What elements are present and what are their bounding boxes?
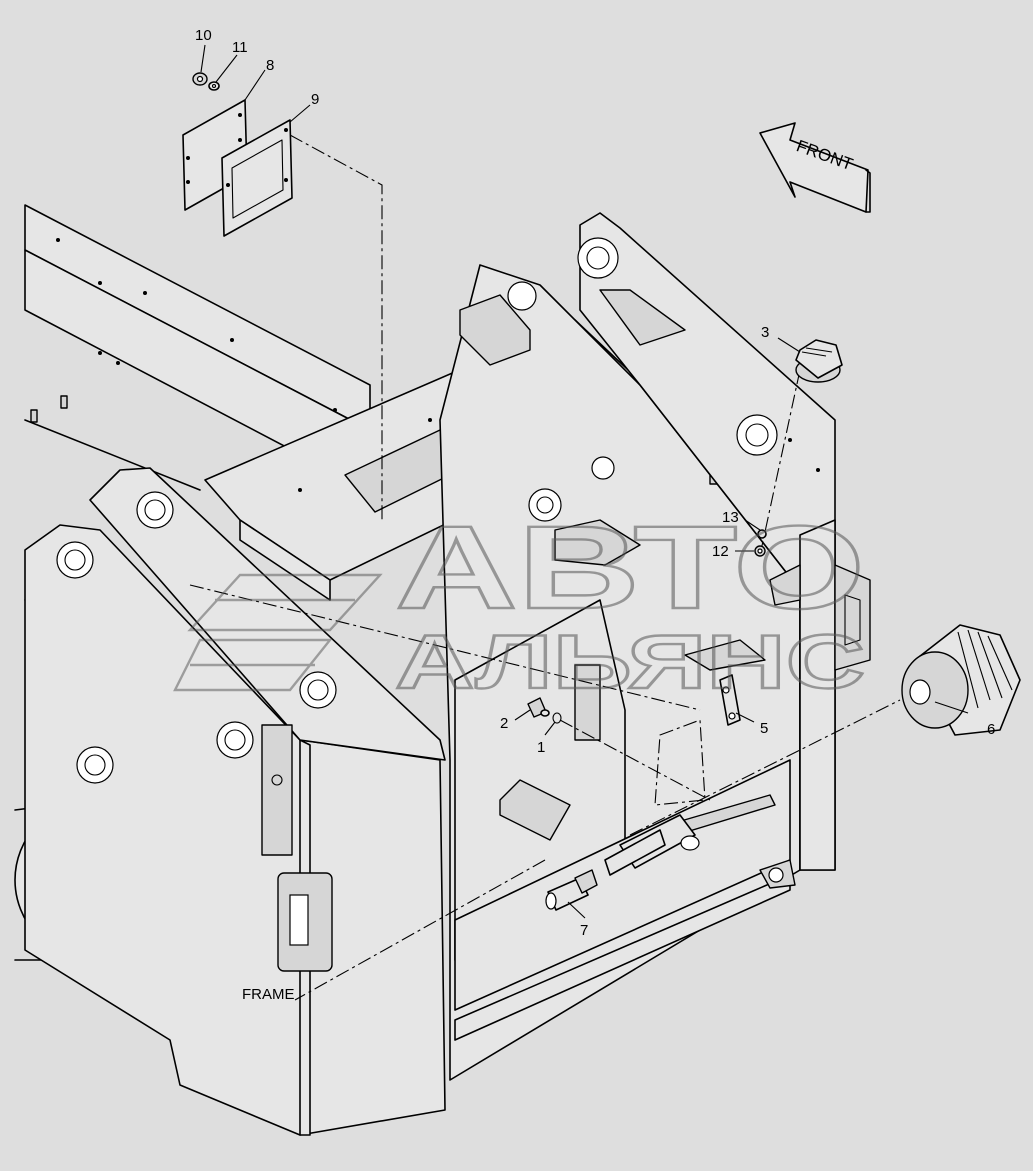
left-upright: [24, 467, 446, 1136]
callout-9: 9: [311, 91, 319, 108]
leader-lines: [200, 44, 969, 919]
part-6-filter: [901, 624, 1021, 736]
part-1-o-ring: [552, 712, 562, 724]
part-2-fitting: [527, 697, 550, 718]
callout-13: 13: [722, 509, 739, 526]
callout-10: 10: [195, 27, 212, 44]
callout-2: 2: [500, 715, 508, 732]
callout-12: 12: [712, 543, 729, 560]
callout-3: 3: [761, 324, 769, 341]
cylinder-assembly: [604, 814, 700, 876]
callout-8: 8: [266, 57, 274, 74]
frame-label: FRAME: [242, 986, 295, 1003]
part-11-washer: [208, 81, 220, 91]
watermark-logo: [173, 573, 383, 692]
callout-5: 5: [760, 720, 768, 737]
part-5-bracket: [719, 674, 741, 726]
callout-7: 7: [580, 922, 588, 939]
front-direction-arrow: FRONT: [759, 122, 871, 213]
watermark-line1: АВТО: [395, 502, 865, 634]
part-9-gasket: [221, 119, 293, 237]
assembly-lines: [189, 134, 901, 1001]
callout-11: 11: [232, 39, 248, 56]
callout-6: 6: [987, 721, 995, 738]
part-7-fitting: [545, 869, 598, 911]
right-upright: [577, 212, 871, 871]
callout-labels: 10 11 8 9 3 13 12 6 5 2 1 7 FRAME: [195, 27, 995, 1003]
watermark-line2: АЛЬЯНС: [395, 620, 865, 705]
part-10-nut: [192, 72, 208, 86]
callout-1: 1: [537, 739, 545, 756]
part-13-washer: [757, 529, 767, 539]
part-12-bolt: [754, 545, 766, 557]
watermark: АВТО АЛЬЯНС: [173, 501, 866, 706]
part-3-filler-cap: [795, 339, 843, 383]
